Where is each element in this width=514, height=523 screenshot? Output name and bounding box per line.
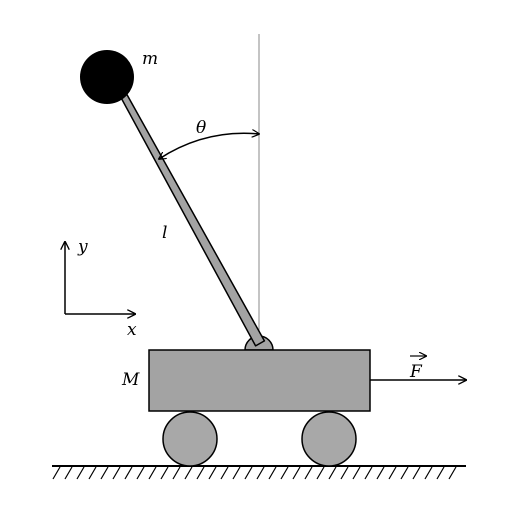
coordinate-axes (65, 242, 135, 314)
ground-hatch-mark (160, 466, 169, 480)
ground (52, 465, 466, 480)
ground-hatch-mark (352, 466, 361, 480)
bob-mass-label: m (142, 49, 158, 69)
ground-hatch-mark (148, 466, 157, 480)
ground-hatch-mark (172, 466, 181, 480)
ground-hatch-mark (232, 466, 241, 480)
ground-hatch-mark (196, 466, 205, 480)
ground-hatch-mark (364, 466, 373, 480)
ground-hatch-mark (412, 466, 421, 480)
ground-hatch-mark (184, 466, 193, 480)
ground-hatch-mark (388, 466, 397, 480)
pole-length-label: l (162, 223, 167, 243)
ground-hatch-mark (448, 466, 457, 480)
ground-hatch-mark (280, 466, 289, 480)
ground-hatch-mark (208, 466, 217, 480)
ground-hatch-mark (256, 466, 265, 480)
x-axis-label: x (127, 320, 137, 340)
ground-hatch-mark (124, 466, 133, 480)
cart-mass-label: M (121, 370, 140, 390)
left-wheel (162, 411, 218, 467)
ground-hatch-mark (88, 466, 97, 480)
y-axis-label: y (77, 237, 88, 257)
ground-hatch-mark (268, 466, 277, 480)
ground-hatch-mark (424, 466, 433, 480)
ground-hatch-mark (52, 466, 61, 480)
ground-hatch-mark (76, 466, 85, 480)
pendulum-pole (118, 90, 266, 347)
ground-hatch-mark (340, 466, 349, 480)
right-wheel (301, 411, 357, 467)
angle-arc (159, 133, 259, 159)
ground-hatch-mark (112, 466, 121, 480)
ground-hatch-mark (136, 466, 145, 480)
ground-hatch-mark (376, 466, 385, 480)
ground-hatch-mark (400, 466, 409, 480)
ground-hatch-mark (304, 466, 313, 480)
ground-hatch-mark (64, 466, 73, 480)
ground-hatch-mark (244, 466, 253, 480)
ground-hatch-mark (316, 466, 325, 480)
force-label: F (409, 362, 423, 382)
ground-hatch-mark (220, 466, 229, 480)
ground-hatch-mark (436, 466, 445, 480)
angle-label: θ (196, 118, 206, 138)
ground-hatch-mark (292, 466, 301, 480)
ground-hatch-mark (328, 466, 337, 480)
cart-body (148, 349, 371, 412)
pendulum-bob (80, 50, 134, 104)
ground-hatch-mark (100, 466, 109, 480)
